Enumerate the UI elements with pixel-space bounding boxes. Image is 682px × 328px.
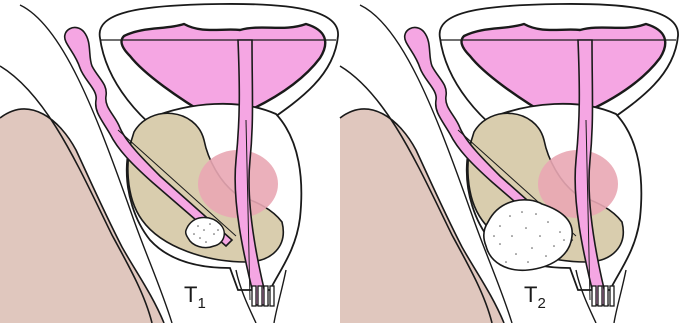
- tumor-small: [186, 218, 225, 248]
- panel-t2: T2: [340, 4, 678, 323]
- panel-t1: T1: [0, 4, 338, 323]
- stage-label-t2: T2: [524, 282, 546, 312]
- stage-label-t1: T1: [184, 282, 206, 312]
